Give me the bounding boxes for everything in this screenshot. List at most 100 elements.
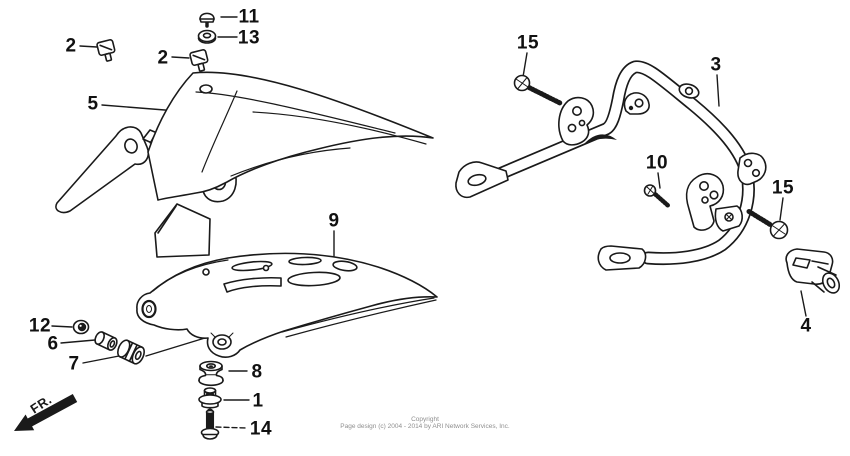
- callout-4[interactable]: 4: [800, 315, 812, 337]
- fender-body-outline: [147, 71, 434, 201]
- washer-thickness: [197, 37, 217, 44]
- cushion-window: [792, 257, 811, 269]
- fender-crease: [230, 147, 351, 177]
- bracket-hole: [709, 190, 719, 200]
- grommet-hole-dark: [209, 365, 213, 368]
- fender-crease: [195, 91, 396, 134]
- leader-lines: [51, 16, 807, 429]
- callout-12[interactable]: 12: [28, 315, 52, 337]
- callout-3[interactable]: 3: [710, 54, 722, 76]
- fender-b-part-9[interactable]: [136, 252, 438, 358]
- bolt-head-facets: [515, 77, 529, 89]
- bolt-15a-icon[interactable]: [513, 74, 564, 106]
- bolt-15b-icon[interactable]: [746, 209, 789, 240]
- callout-14[interactable]: 14: [249, 418, 273, 440]
- washer-13-icon[interactable]: [197, 29, 217, 44]
- fender-crease: [201, 90, 238, 173]
- callout-6[interactable]: 6: [47, 333, 59, 355]
- callout-15b[interactable]: 15: [771, 177, 795, 199]
- bolt-tip: [205, 409, 215, 415]
- fender-b-left-lug-hole-inner: [146, 305, 152, 313]
- mount-grommet-hole: [217, 338, 227, 346]
- collar-sides: [96, 331, 116, 351]
- grommet-bottom: [198, 379, 224, 387]
- fender-b-top-edge-line: [152, 259, 229, 292]
- fender-b-bottom-band: [281, 297, 437, 338]
- leader-line-dashed: [215, 426, 248, 429]
- grab-rail-tube-core: [471, 62, 754, 264]
- bushing-body: [119, 339, 143, 365]
- bolt-10-icon[interactable]: [643, 184, 671, 208]
- callout-5[interactable]: 5: [87, 93, 99, 115]
- fender-b-slot: [231, 260, 273, 272]
- callout-7[interactable]: 7: [68, 353, 80, 375]
- leader-line: [171, 56, 190, 59]
- fender-b-slot: [332, 260, 358, 272]
- clip-2b-icon[interactable]: [189, 49, 210, 72]
- bracket-hole: [634, 98, 644, 108]
- fender-b-outline: [136, 252, 438, 358]
- fender-b-small-hole: [202, 268, 210, 276]
- stay-arm-hole: [124, 138, 138, 154]
- bracket-hole: [578, 119, 586, 127]
- bracket-hole: [567, 123, 577, 133]
- bolt-14-icon[interactable]: [200, 408, 220, 440]
- lug-hole: [684, 86, 694, 96]
- footer-line2: Page design (c) 2004 - 2014 by ARI Netwo…: [340, 423, 510, 430]
- leader-line: [522, 52, 528, 78]
- bolt-dome: [202, 433, 218, 440]
- fender-rear-flap: [154, 203, 211, 258]
- callout-13[interactable]: 13: [237, 27, 261, 49]
- leader-line: [716, 74, 720, 107]
- collar-top: [203, 387, 217, 394]
- collar-1-icon[interactable]: [198, 387, 222, 409]
- grommet-hatch: [210, 332, 234, 338]
- fender-b-slot: [287, 271, 341, 287]
- cushion-step-line: [811, 260, 829, 265]
- footer-copyright: Copyright Page design (c) 2004 - 2014 by…: [0, 416, 850, 430]
- bolt-threads: [526, 85, 564, 106]
- clip-fold-line: [99, 44, 113, 51]
- flap-fold-line: [157, 205, 177, 234]
- nut-hole-highlight: [79, 324, 82, 327]
- cushion-boss-lines: [811, 266, 837, 293]
- nut-hole: [77, 322, 87, 332]
- rear-fender-part-5[interactable]: [55, 71, 434, 258]
- fender-b-small-hole: [262, 264, 270, 272]
- leader-line: [779, 197, 784, 221]
- fr-arrow-icon: [14, 394, 78, 431]
- bolt-11-icon[interactable]: [199, 12, 215, 30]
- leader-line: [51, 325, 73, 328]
- nut-12-icon[interactable]: [72, 319, 90, 335]
- grab-rail-part-3[interactable]: [455, 60, 767, 271]
- footer-line1: Copyright: [411, 416, 439, 423]
- callout-9[interactable]: 9: [328, 210, 340, 232]
- cushion-part-4[interactable]: [785, 248, 842, 296]
- fender-b-slot: [223, 276, 282, 293]
- bracket-hole: [698, 181, 709, 192]
- leader-line: [79, 45, 98, 48]
- rail-right-plate: [737, 152, 767, 186]
- callout-2a[interactable]: 2: [65, 35, 77, 57]
- leader-line: [657, 172, 661, 189]
- callout-11[interactable]: 11: [238, 6, 260, 28]
- bolt-threads: [653, 192, 671, 208]
- grommet-8-icon[interactable]: [198, 360, 224, 387]
- callout-10[interactable]: 10: [645, 152, 669, 174]
- bolt-shaft-sides: [205, 411, 215, 430]
- bushing-7-icon[interactable]: [115, 338, 146, 365]
- fender-crease: [252, 111, 427, 145]
- collar-6-icon[interactable]: [93, 330, 118, 351]
- callout-8[interactable]: 8: [251, 361, 263, 383]
- bracket-hole: [571, 106, 582, 117]
- bracket-hole: [701, 196, 709, 204]
- callout-1[interactable]: 1: [252, 390, 264, 412]
- clip-2a-icon[interactable]: [96, 39, 117, 62]
- leader-line: [800, 290, 807, 317]
- callout-15a[interactable]: 15: [516, 32, 540, 54]
- plate-hole-cross: [725, 213, 733, 221]
- callout-2b[interactable]: 2: [157, 47, 169, 69]
- washer-hole: [202, 32, 212, 39]
- bracket-hole: [751, 168, 761, 178]
